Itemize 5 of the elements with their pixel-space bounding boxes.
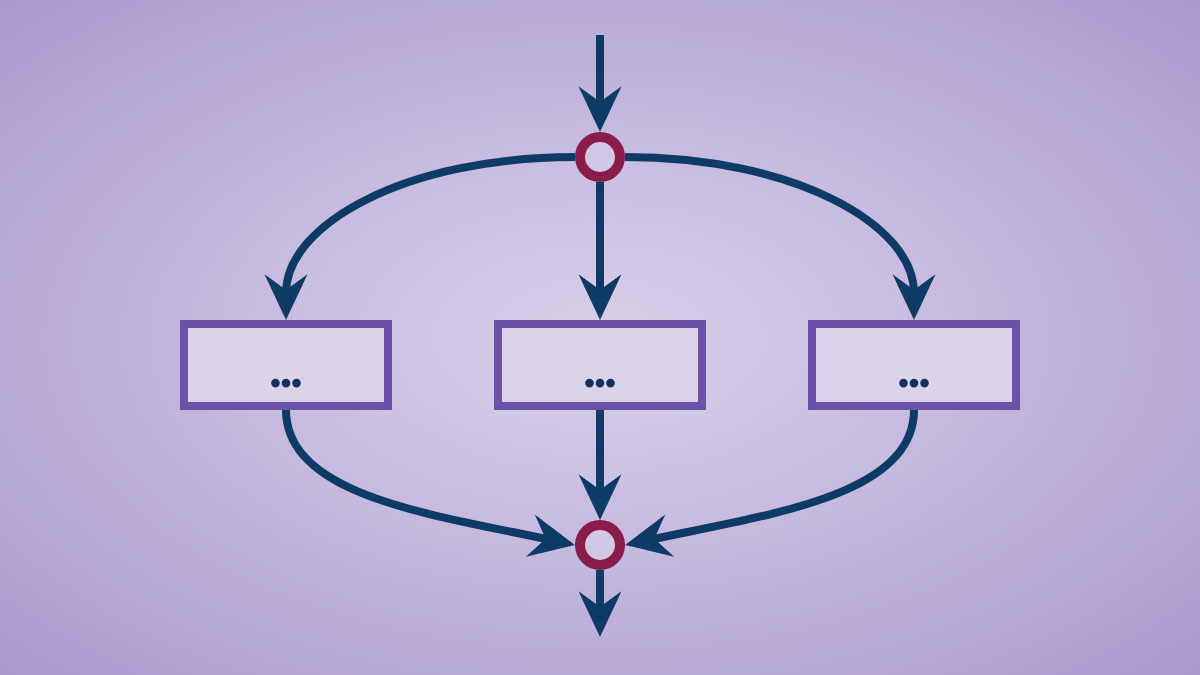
junction-circle <box>575 132 625 182</box>
process-box: ••• <box>808 320 1020 410</box>
process-box: ••• <box>494 320 706 410</box>
process-box: ••• <box>180 320 392 410</box>
junction-circle <box>575 520 625 570</box>
